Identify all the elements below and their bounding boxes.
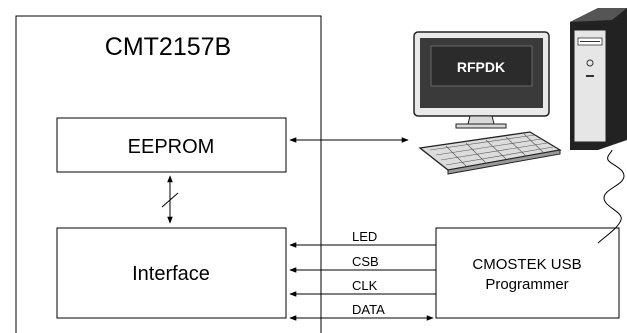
signal-csb-label: CSB bbox=[352, 254, 379, 269]
usb-cable bbox=[597, 149, 625, 244]
monitor-icon: RFPDK bbox=[413, 31, 550, 129]
signal-data-label: DATA bbox=[352, 302, 385, 317]
interface-block bbox=[56, 227, 287, 319]
monitor-screen-text: RFPDK bbox=[457, 59, 505, 75]
signal-led-label: LED bbox=[352, 229, 377, 244]
programmer-block bbox=[435, 227, 620, 319]
signal-clk-label: CLK bbox=[352, 278, 378, 293]
chip-outline bbox=[15, 15, 322, 333]
programmer-label-line1: CMOSTEK USB bbox=[472, 256, 581, 273]
interface-label: Interface bbox=[132, 263, 210, 285]
programmer-label-line2: Programmer bbox=[485, 276, 568, 293]
eeprom-label: EEPROM bbox=[128, 136, 215, 158]
keyboard-icon bbox=[418, 131, 562, 175]
eeprom-block bbox=[56, 117, 287, 173]
chip-title: CMT2157B bbox=[105, 33, 231, 61]
pc-tower-icon bbox=[570, 8, 627, 150]
bus-slash bbox=[161, 192, 179, 208]
